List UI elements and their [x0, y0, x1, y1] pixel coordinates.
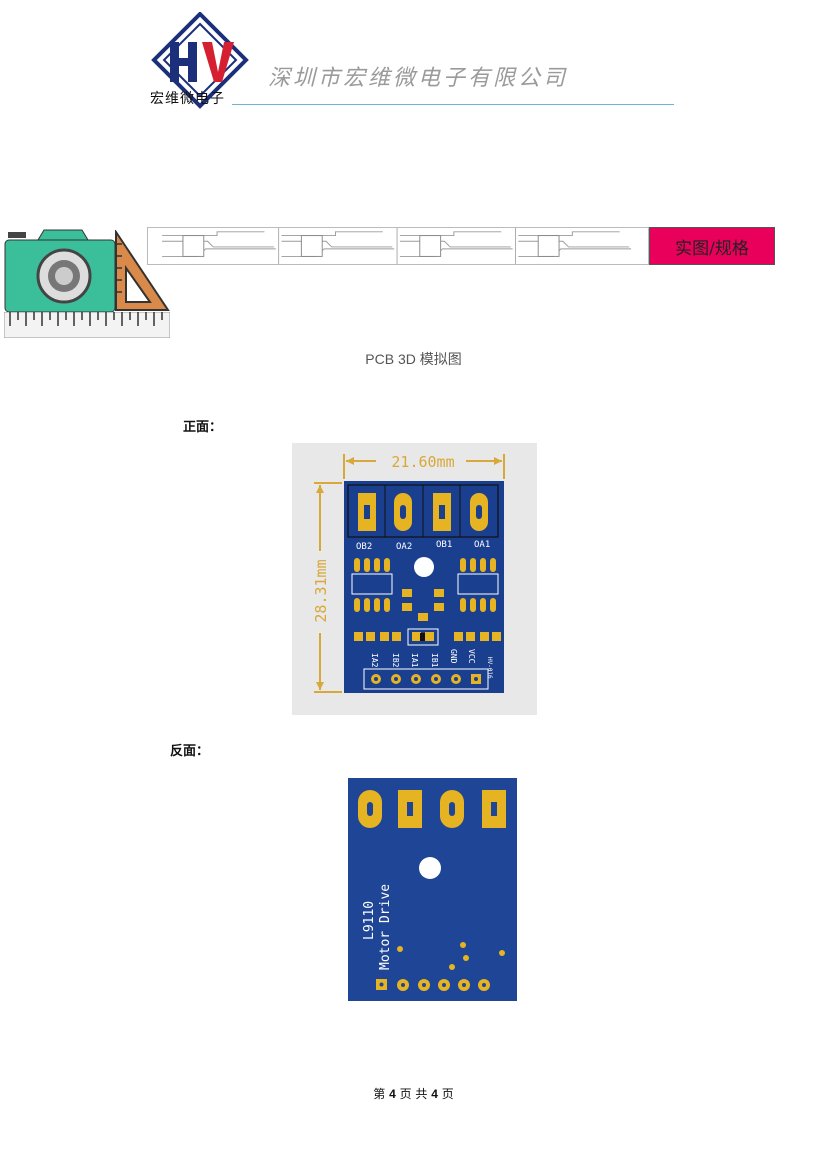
footer-mid: 页 共 — [399, 1087, 428, 1101]
pad-label-oa1: OA1 — [474, 540, 490, 550]
pad-label-ob2: OB2 — [356, 542, 372, 552]
pcb-back-image: L9110 Motor Drive — [348, 778, 517, 1001]
pin-label-ib1: IB1 — [430, 653, 439, 668]
pin-label-ia2: IA2 — [370, 653, 379, 668]
page-subtitle: PCB 3D 模拟图 — [365, 351, 462, 367]
ruler-icon — [4, 312, 170, 338]
footer-suffix: 页 — [441, 1087, 454, 1101]
back-view-label: 反面： — [170, 744, 210, 759]
page-footer: 第 4 页 共 4 页 — [0, 1085, 827, 1102]
pad-label-oa2: OA2 — [396, 542, 412, 552]
front-view-label: 正面： — [183, 420, 223, 435]
chip-name: L9110 — [362, 901, 377, 940]
width-dimension: 21.60mm — [391, 453, 454, 471]
circuit-strip — [147, 227, 649, 265]
board-id: HV-016 — [486, 657, 493, 679]
height-dimension: 28.31mm — [312, 559, 330, 622]
pin-label-ia1: IA1 — [410, 653, 419, 668]
pin-label-gnd: GND — [449, 649, 458, 664]
footer-prefix: 第 — [373, 1087, 386, 1101]
pin-label-ib2: IB2 — [391, 653, 400, 668]
set-square-icon — [115, 230, 170, 311]
logo-caption: 宏维微电子 — [150, 91, 225, 107]
pcb-front-image: 21.60mm 28.31mm OB2 OA2 OB1 OA1 — [292, 443, 537, 715]
camera-icon — [4, 229, 116, 313]
pin-label-vcc: VCC — [467, 649, 476, 664]
company-name: 深圳市宏维微电子有限公司 — [268, 66, 569, 91]
company-logo — [151, 12, 249, 109]
footer-total-pages: 4 — [431, 1087, 438, 1101]
board-title: Motor Drive — [378, 884, 393, 970]
section-tag: 实图/规格 — [649, 227, 775, 265]
header-divider — [232, 104, 674, 105]
pad-label-ob1: OB1 — [436, 540, 452, 550]
footer-page-number: 4 — [389, 1087, 396, 1101]
